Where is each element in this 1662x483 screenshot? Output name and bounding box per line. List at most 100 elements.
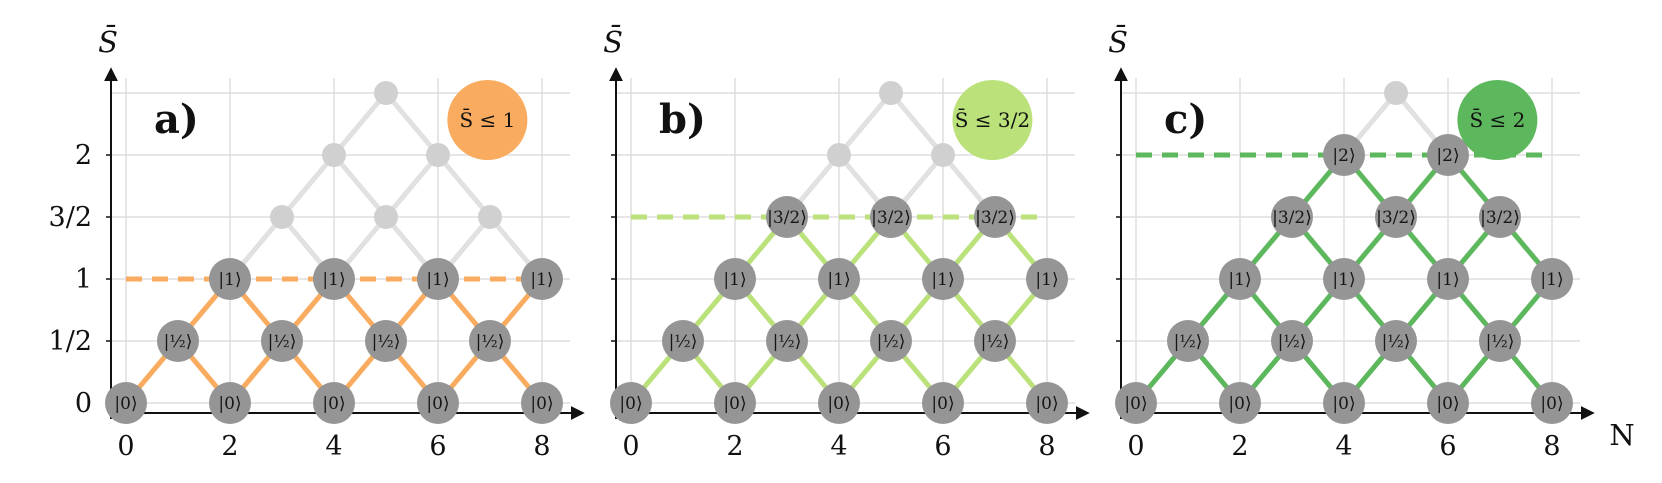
state-node	[974, 320, 1016, 362]
state-node	[922, 382, 964, 424]
state-node-label: |1⟩	[1228, 270, 1251, 290]
state-node	[1167, 320, 1209, 362]
state-node-label: |0⟩	[322, 394, 345, 414]
lattice-edge-inactive	[888, 90, 946, 158]
state-node-label: |0⟩	[1540, 394, 1563, 414]
state-node	[469, 320, 511, 362]
state-node	[1115, 382, 1157, 424]
state-node	[417, 382, 459, 424]
state-node	[261, 320, 303, 362]
x-tick-label: 8	[533, 431, 550, 462]
inactive-node	[426, 143, 450, 167]
state-node	[818, 258, 860, 300]
state-node	[313, 258, 355, 300]
state-node-label: |2⟩	[1436, 146, 1459, 166]
lattice-edge-inactive	[383, 152, 441, 220]
state-node-label: |3/2⟩	[1480, 208, 1520, 228]
inactive-node	[827, 143, 851, 167]
y-tick-label: 1	[75, 264, 92, 295]
state-node-label: |1⟩	[1436, 270, 1459, 290]
lattice-edge-inactive	[836, 90, 894, 158]
state-node	[105, 382, 147, 424]
x-tick-label: 6	[934, 431, 951, 462]
state-node-label: |½⟩	[1382, 332, 1411, 352]
state-node-label: |1⟩	[426, 270, 449, 290]
state-node	[521, 382, 563, 424]
state-node-label: |0⟩	[1124, 394, 1147, 414]
state-node-label: |0⟩	[827, 394, 850, 414]
state-node	[1427, 134, 1469, 176]
state-node-label: |1⟩	[1540, 270, 1563, 290]
y-tick-label: 2	[75, 140, 92, 171]
state-node-label: |1⟩	[322, 270, 345, 290]
state-node	[1271, 320, 1313, 362]
state-node-label: |½⟩	[981, 332, 1010, 352]
state-node	[1323, 382, 1365, 424]
state-node	[521, 258, 563, 300]
constraint-badge-text: S̄ ≤ 2	[1469, 107, 1525, 132]
x-tick-label: 4	[1335, 431, 1352, 462]
state-node	[1026, 258, 1068, 300]
state-node-label: |0⟩	[426, 394, 449, 414]
inactive-node	[270, 205, 294, 229]
state-node	[1323, 258, 1365, 300]
state-node	[1375, 320, 1417, 362]
inactive-node	[322, 143, 346, 167]
state-node-label: |3/2⟩	[871, 208, 911, 228]
y-axis-title: S̄	[98, 24, 118, 59]
state-node	[1427, 258, 1469, 300]
state-node-label: |½⟩	[372, 332, 401, 352]
state-node	[818, 382, 860, 424]
state-node	[662, 320, 704, 362]
constraint-badge-text: S̄ ≤ 1	[459, 107, 515, 132]
state-node-label: |1⟩	[1035, 270, 1058, 290]
lattice-edge-inactive	[383, 90, 441, 158]
state-node-label: |1⟩	[931, 270, 954, 290]
state-node-label: |0⟩	[530, 394, 553, 414]
state-node	[1323, 134, 1365, 176]
state-node	[714, 258, 756, 300]
state-node	[365, 320, 407, 362]
lattice-nodes: |0⟩|½⟩|0⟩|1⟩|½⟩|3/2⟩|0⟩|1⟩|2⟩|½⟩|3/2⟩|0⟩…	[1115, 81, 1573, 424]
constraint-badge-text: S̄ ≤ 3/2	[955, 107, 1030, 132]
state-node-label: |1⟩	[827, 270, 850, 290]
state-node-label: |0⟩	[723, 394, 746, 414]
state-node-label: |0⟩	[1332, 394, 1355, 414]
state-node	[1219, 258, 1261, 300]
state-node-label: |½⟩	[476, 332, 505, 352]
inactive-node	[1384, 81, 1408, 105]
state-node-label: |½⟩	[1174, 332, 1203, 352]
panel-label: c)	[1164, 96, 1207, 143]
y-axis-title: S̄	[1108, 24, 1128, 59]
x-tick-label: 6	[1439, 431, 1456, 462]
inactive-node	[478, 205, 502, 229]
state-node-label: |½⟩	[1486, 332, 1515, 352]
x-tick-label: 2	[726, 431, 743, 462]
lattice-edge-inactive	[331, 90, 389, 158]
inactive-node	[374, 81, 398, 105]
state-node-label: |0⟩	[931, 394, 954, 414]
x-tick-label: 8	[1543, 431, 1560, 462]
state-node-label: |0⟩	[619, 394, 642, 414]
state-node	[1531, 258, 1573, 300]
state-node-label: |½⟩	[669, 332, 698, 352]
y-tick-label: 3/2	[49, 202, 92, 233]
state-node	[870, 320, 912, 362]
state-node	[1479, 320, 1521, 362]
state-node	[1026, 382, 1068, 424]
state-node-label: |0⟩	[1035, 394, 1058, 414]
state-node-label: |½⟩	[268, 332, 297, 352]
state-node-label: |1⟩	[723, 270, 746, 290]
state-node	[766, 196, 808, 238]
state-node	[1271, 196, 1313, 238]
state-node	[1219, 382, 1261, 424]
lattice-nodes: |0⟩|½⟩|0⟩|1⟩|½⟩|3/2⟩|0⟩|1⟩|½⟩|3/2⟩|0⟩|1⟩…	[610, 81, 1068, 424]
x-tick-label: 0	[117, 431, 134, 462]
x-tick-label: 2	[221, 431, 238, 462]
y-axis-title: S̄	[603, 24, 623, 59]
state-node-label: |0⟩	[114, 394, 137, 414]
y-tick-label: 1/2	[49, 326, 92, 357]
state-node	[1479, 196, 1521, 238]
state-node-label: |3/2⟩	[1272, 208, 1312, 228]
